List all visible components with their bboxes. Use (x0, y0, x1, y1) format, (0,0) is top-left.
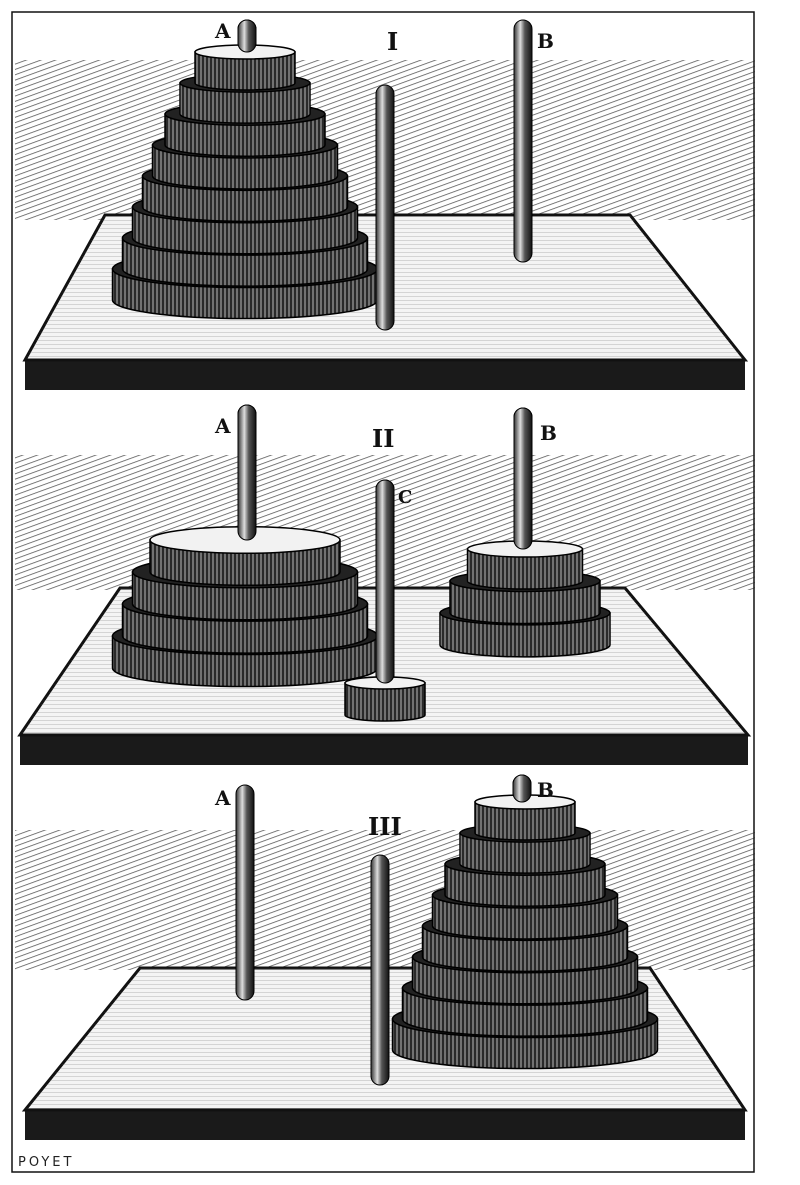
peg-label-b-3: B (537, 778, 554, 802)
panel-numeral-1: I (387, 27, 398, 56)
board-edge-3 (25, 1110, 745, 1140)
disc-a-1-8 (194, 51, 296, 91)
peg-a-top-1 (237, 19, 257, 53)
peg-label-b-1: B (537, 29, 554, 53)
peg-label-a-2: A (214, 414, 231, 438)
peg-c-3 (370, 854, 390, 1086)
frame-border (11, 11, 755, 1173)
panel-numeral-3: III (368, 812, 402, 841)
board-edge-2 (20, 735, 748, 765)
peg-c-top-2 (375, 479, 395, 684)
peg-b-1 (513, 19, 533, 263)
disc-a-1-7 (179, 82, 311, 124)
peg-b-top-3 (512, 774, 532, 803)
artist-signature: POYET (18, 1155, 74, 1170)
peg-label-b-2: B (540, 421, 557, 445)
peg-label-a-1: A (214, 19, 231, 43)
peg-b-top-2 (513, 407, 533, 550)
disc-b-3-8 (474, 801, 576, 841)
disc-b-2-3 (466, 548, 584, 590)
disc-b-2-2 (449, 580, 601, 625)
disc-b-3-6 (444, 863, 606, 907)
peg-a-top-2 (237, 404, 257, 541)
peg-c-1 (375, 84, 395, 331)
peg-label-c-2: C (398, 487, 412, 508)
disc-c-2-1 (344, 682, 426, 722)
board-edge-1 (25, 360, 745, 390)
disc-a-1-6 (164, 113, 326, 157)
peg-label-a-3: A (214, 786, 231, 810)
disc-b-3-7 (459, 832, 591, 874)
panel-numeral-2: II (372, 424, 394, 453)
peg-a-3 (235, 784, 255, 1001)
